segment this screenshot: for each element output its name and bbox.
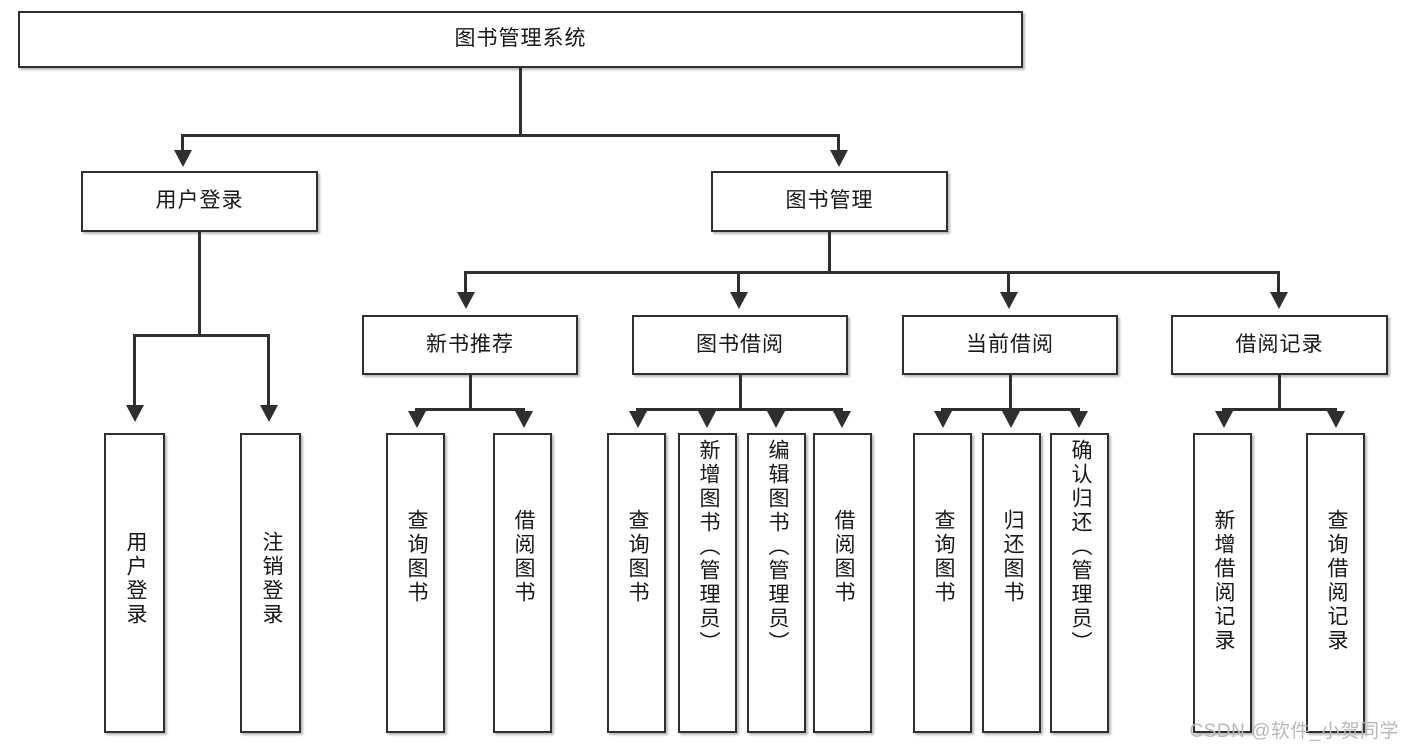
arrow-to-leaf-add-book: [698, 411, 716, 428]
node-label: 用户登录: [155, 189, 244, 213]
connector-bm-branch-2: [737, 271, 740, 293]
leaf-borrow-book-2[interactable]: 借阅图书: [813, 433, 872, 733]
node-label: 图书管理系统: [454, 27, 587, 51]
node-label: 归还图书: [1001, 509, 1024, 605]
node-current-borrow[interactable]: 当前借阅: [902, 315, 1118, 375]
leaf-query-book-1[interactable]: 查询图书: [386, 433, 445, 733]
arrow-to-leaf-query-record: [1327, 411, 1345, 428]
leaf-query-book-2[interactable]: 查询图书: [607, 433, 666, 733]
node-label: 借阅图书: [512, 509, 535, 605]
connector-root-to-book-management: [837, 134, 840, 151]
connector-br-bus: [1222, 408, 1337, 411]
arrow-to-leaf-borrow-book-1: [515, 411, 533, 428]
connector-root-bus: [181, 134, 840, 137]
arrow-to-leaf-logout-login: [260, 405, 278, 422]
node-new-book-recommend[interactable]: 新书推荐: [362, 315, 578, 375]
node-label: 借阅记录: [1235, 332, 1324, 356]
connector-book-management-stem: [828, 232, 831, 273]
leaf-query-record[interactable]: 查询借阅记录: [1306, 433, 1365, 733]
arrow-to-new-book-recommend: [457, 292, 475, 309]
leaf-user-login[interactable]: 用户登录: [104, 433, 165, 733]
leaf-edit-book[interactable]: 编辑图书（管理员）: [747, 433, 806, 733]
connector-book-management-bus: [464, 271, 1280, 274]
node-user-login[interactable]: 用户登录: [81, 171, 318, 232]
node-borrow-record[interactable]: 借阅记录: [1171, 315, 1388, 375]
node-label: 查询图书: [626, 509, 649, 605]
leaf-logout-login[interactable]: 注销登录: [240, 433, 301, 733]
connector-root-stem: [519, 68, 522, 136]
node-label: 编辑图书（管理员）: [766, 439, 789, 655]
node-label: 新增图书（管理员）: [697, 439, 720, 655]
arrow-to-leaf-edit-book: [767, 411, 785, 428]
node-label: 新增借阅记录: [1212, 509, 1235, 653]
arrow-to-leaf-borrow-book-2: [833, 411, 851, 428]
connector-bm-branch-1: [464, 271, 467, 293]
arrow-to-book-borrow: [730, 292, 748, 309]
arrow-to-leaf-query-book-2: [629, 411, 647, 428]
connector-bm-branch-3: [1007, 271, 1010, 293]
connector-nbr-stem: [469, 375, 472, 410]
connector-user-login-branch-2: [267, 334, 270, 406]
connector-user-login-stem: [198, 232, 201, 336]
node-label: 查询图书: [405, 509, 428, 605]
connector-bb-stem: [739, 375, 742, 410]
node-label: 图书借阅: [696, 332, 784, 356]
node-label: 查询借阅记录: [1325, 509, 1348, 653]
arrow-to-leaf-return-book: [1002, 411, 1020, 428]
node-label: 当前借阅: [966, 332, 1054, 356]
arrow-to-leaf-confirm-return: [1070, 411, 1088, 428]
connector-root-to-user-login: [181, 134, 184, 151]
leaf-add-record[interactable]: 新增借阅记录: [1193, 433, 1252, 733]
connector-nbr-bus: [415, 408, 525, 411]
arrow-to-current-borrow: [1000, 292, 1018, 309]
node-label: 用户登录: [124, 531, 147, 627]
node-book-management[interactable]: 图书管理: [711, 171, 948, 232]
connector-bb-bus: [636, 408, 843, 411]
arrow-to-leaf-add-record: [1215, 411, 1233, 428]
connector-br-stem: [1278, 375, 1281, 410]
node-label: 查询图书: [932, 509, 955, 605]
connector-bm-branch-4: [1277, 271, 1280, 293]
arrow-to-borrow-record: [1270, 292, 1288, 309]
connector-user-login-bus: [133, 334, 270, 337]
leaf-return-book[interactable]: 归还图书: [982, 433, 1041, 733]
arrow-to-book-management: [830, 150, 848, 167]
arrow-to-leaf-query-book-3: [934, 411, 952, 428]
leaf-add-book[interactable]: 新增图书（管理员）: [678, 433, 737, 733]
node-label: 图书管理: [785, 189, 874, 213]
arrow-to-leaf-user-login: [126, 405, 144, 422]
node-book-management-system[interactable]: 图书管理系统: [18, 11, 1023, 68]
node-label: 确认归还（管理员）: [1069, 439, 1092, 655]
leaf-borrow-book-1[interactable]: 借阅图书: [493, 433, 552, 733]
connector-cb-stem: [1009, 375, 1012, 410]
node-label: 借阅图书: [832, 509, 855, 605]
node-label: 注销登录: [260, 531, 283, 627]
leaf-confirm-return[interactable]: 确认归还（管理员）: [1050, 433, 1109, 733]
connector-user-login-branch-1: [133, 334, 136, 406]
arrow-to-user-login: [174, 150, 192, 167]
leaf-query-book-3[interactable]: 查询图书: [913, 433, 972, 733]
node-book-borrow[interactable]: 图书借阅: [632, 315, 848, 375]
arrow-to-leaf-query-book-1: [408, 411, 426, 428]
watermark-text: CSDN @软件_小贺同学: [1189, 721, 1399, 742]
node-label: 新书推荐: [426, 332, 514, 356]
